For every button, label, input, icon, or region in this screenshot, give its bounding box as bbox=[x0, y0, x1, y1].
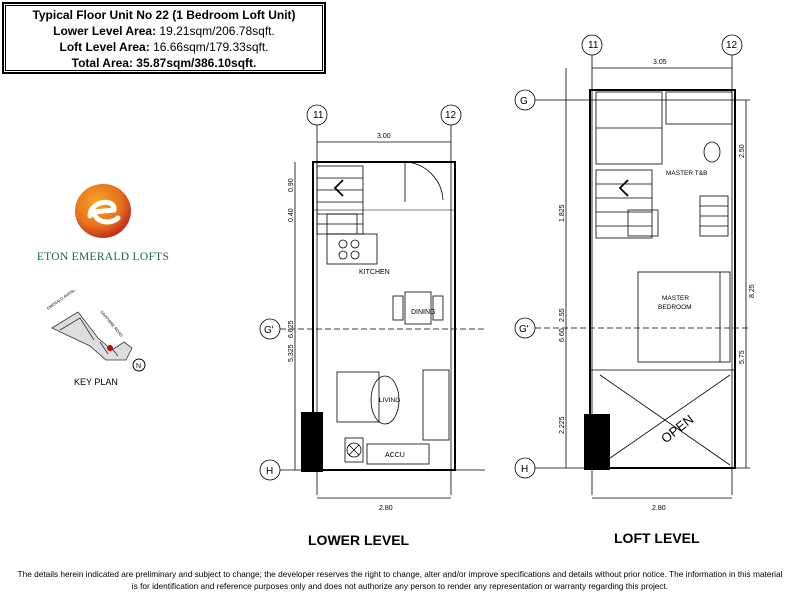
lower-top-dim: 3.00 bbox=[377, 133, 391, 140]
unit-info-box: Typical Floor Unit No 22 (1 Bedroom Loft… bbox=[2, 2, 326, 74]
loft-column-block bbox=[584, 414, 610, 470]
open-label: OPEN bbox=[658, 412, 696, 447]
north-label: N bbox=[136, 363, 141, 370]
dining-label: DINING bbox=[411, 309, 436, 316]
svg-text:EMERALD AVENUE: EMERALD AVENUE bbox=[46, 290, 79, 311]
loft-level-caption: LOFT LEVEL bbox=[614, 530, 700, 546]
loft-grid-12: 12 bbox=[726, 40, 738, 51]
loft-dim-a: 1.825 bbox=[559, 204, 566, 222]
disclaimer: The details herein indicated are prelimi… bbox=[10, 568, 790, 592]
loft-grid-11: 11 bbox=[588, 40, 599, 51]
loft-area-value: 16.66sqm/179.33sqft. bbox=[153, 40, 269, 54]
unit-marker-icon bbox=[107, 345, 113, 351]
loft-grid-g: G' bbox=[519, 324, 529, 335]
loft-top-dim: 3.05 bbox=[653, 59, 667, 66]
svg-text:SAPPHIRE ROAD: SAPPHIRE ROAD bbox=[99, 309, 124, 337]
lower-grid-h: H bbox=[266, 466, 273, 477]
lower-dim-a: 0.90 bbox=[288, 178, 295, 192]
key-plan-label: KEY PLAN bbox=[74, 377, 118, 387]
loft-grid-g-top: G bbox=[520, 96, 528, 107]
loft-level-plan: 3.05 2.80 11 12 G G' H 1.825 2.55 6.60 2… bbox=[514, 34, 756, 512]
key-plan: EMERALD AVENUE SAPPHIRE ROAD N bbox=[46, 290, 146, 372]
loft-area-label: Loft Level Area: bbox=[59, 40, 150, 54]
disclaimer-line-1: The details herein indicated are prelimi… bbox=[17, 569, 783, 579]
brand-name: ETON EMERALD LOFTS bbox=[36, 251, 170, 263]
lower-dim-b: 0.40 bbox=[288, 208, 295, 222]
total-area: Total Area: 35.87sqm/386.10sqft. bbox=[71, 56, 257, 70]
loft-bottom-dim: 2.80 bbox=[652, 505, 666, 512]
living-label: LIVING bbox=[379, 397, 400, 404]
loft-dim-f: 8.25 bbox=[749, 284, 756, 298]
north-arrow-icon bbox=[132, 358, 146, 372]
lower-area-value: 19.21sqm/206.78sqft. bbox=[159, 24, 275, 38]
bedroom-label-1: MASTER bbox=[662, 295, 689, 302]
lower-level-plan: 3.00 2.80 11 12 G' H 0.90 0.40 6.625 5.3… bbox=[259, 104, 485, 512]
loft-dim-d: 2.225 bbox=[559, 416, 566, 434]
kitchen-label: KITCHEN bbox=[359, 269, 390, 276]
bedroom-label-2: BEDROOM bbox=[658, 304, 692, 311]
eton-emblem-icon bbox=[75, 184, 131, 238]
lower-area-label: Lower Level Area: bbox=[53, 24, 157, 38]
lower-dim-d: 5.325 bbox=[288, 344, 295, 362]
lower-grid-g: G' bbox=[264, 325, 274, 336]
accu-label: ACCU bbox=[385, 452, 405, 459]
lower-grid-11: 11 bbox=[313, 110, 324, 121]
loft-dim-g: 5.75 bbox=[739, 350, 746, 364]
disclaimer-line-2: is for identification and reference purp… bbox=[131, 581, 669, 591]
lower-grid-12: 12 bbox=[445, 110, 457, 121]
lower-bottom-dim: 2.80 bbox=[379, 505, 393, 512]
loft-dim-e: 2.50 bbox=[739, 144, 746, 158]
column-block bbox=[301, 412, 323, 472]
unit-title: Typical Floor Unit No 22 (1 Bedroom Loft… bbox=[32, 8, 296, 22]
loft-dim-c: 6.60 bbox=[559, 328, 566, 342]
loft-grid-h: H bbox=[521, 464, 528, 475]
loft-dim-b: 2.55 bbox=[559, 308, 566, 322]
eton-logo: ETON EMERALD LOFTS bbox=[28, 180, 178, 263]
master-tb-label: MASTER T&B bbox=[666, 170, 707, 177]
lower-dim-c: 6.625 bbox=[288, 320, 295, 338]
lower-level-caption: LOWER LEVEL bbox=[308, 532, 410, 548]
